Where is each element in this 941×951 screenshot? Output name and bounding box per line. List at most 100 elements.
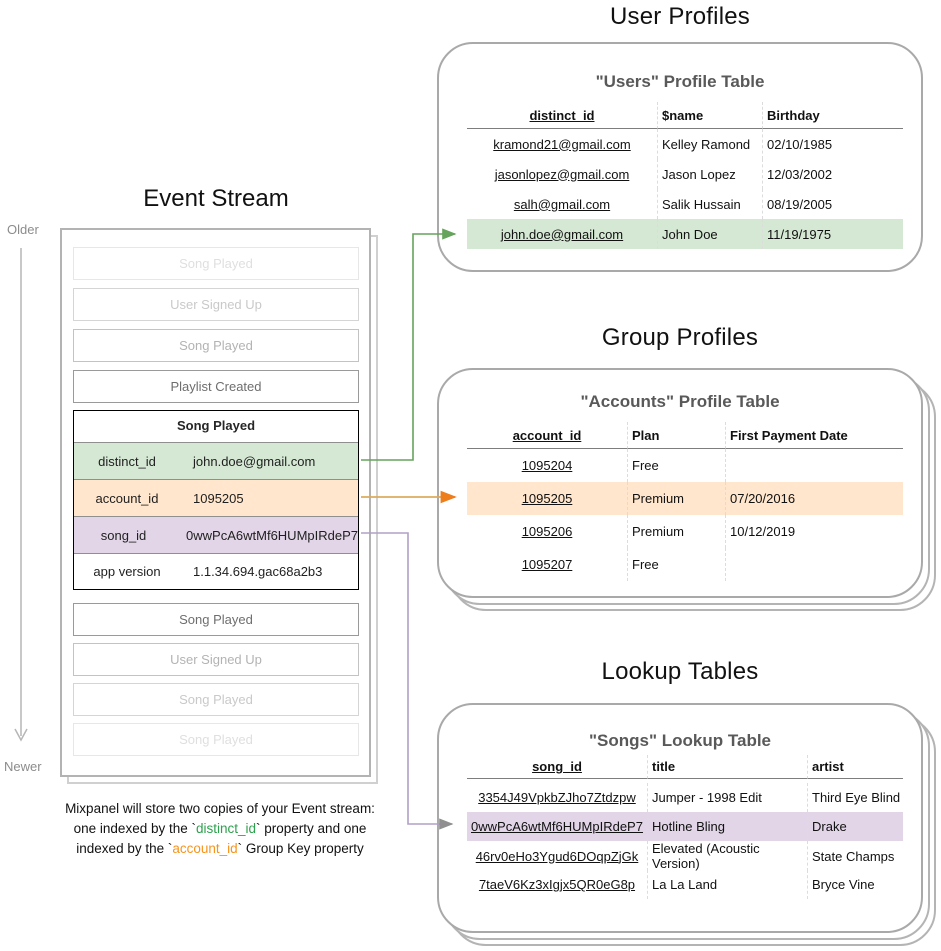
table-cell: Kelley Ramond bbox=[657, 129, 762, 159]
column-header: account_id bbox=[512, 427, 582, 443]
table-cell: Hotline Bling bbox=[647, 812, 807, 841]
table-row: 7taeV6Kz3xIgjx5QR0eG8p La La Land Bryce … bbox=[467, 870, 903, 899]
section-title-user-profiles: User Profiles bbox=[610, 3, 750, 30]
timeline-arrow bbox=[14, 248, 28, 742]
table-cell: 7taeV6Kz3xIgjx5QR0eG8p bbox=[478, 877, 636, 892]
table-cell: Bryce Vine bbox=[807, 870, 903, 899]
table-cell: 10/12/2019 bbox=[725, 515, 903, 548]
table-row: 1095207 Free bbox=[467, 548, 903, 581]
table-cell: La La Land bbox=[647, 870, 807, 899]
caption-line-3: indexed by the `account_id` Group Key pr… bbox=[76, 841, 364, 856]
table-cell: 1095205 bbox=[521, 491, 573, 506]
songs-table-header: song_id title artist bbox=[467, 755, 903, 779]
table-cell: john.doe@gmail.com bbox=[500, 226, 624, 242]
column-header: Birthday bbox=[767, 107, 820, 123]
table-cell: jasonlopez@gmail.com bbox=[494, 166, 630, 182]
accounts-profile-card: "Accounts" Profile Table account_id Plan… bbox=[437, 368, 923, 598]
property-row-distinct-id: distinct_id john.doe@gmail.com bbox=[74, 442, 358, 479]
accounts-table-title: "Accounts" Profile Table bbox=[580, 392, 780, 411]
table-row-highlighted: 0wwPcA6wtMf6HUMpIRdeP7 Hotline Bling Dra… bbox=[467, 812, 903, 841]
caption-distinct-id: distinct_id bbox=[195, 821, 257, 836]
table-cell: 0wwPcA6wtMf6HUMpIRdeP7 bbox=[471, 819, 643, 834]
column-header: Plan bbox=[632, 427, 660, 443]
event-stream-title: Event Stream bbox=[143, 185, 289, 212]
table-cell: State Champs bbox=[807, 841, 903, 871]
property-row-app-version: app version 1.1.34.694.gac68a2b3 bbox=[74, 553, 358, 589]
caption-account-id: account_id bbox=[172, 841, 238, 856]
table-cell: 07/20/2016 bbox=[725, 482, 903, 515]
section-title-group-profiles: Group Profiles bbox=[601, 324, 759, 351]
event-box: Song Played bbox=[73, 723, 359, 756]
songs-lookup-card: "Songs" Lookup Table song_id title artis… bbox=[437, 703, 923, 933]
column-header: First Payment Date bbox=[730, 427, 848, 443]
column-header: title bbox=[652, 759, 676, 774]
table-cell: John Doe bbox=[657, 219, 762, 249]
users-table-title: "Users" Profile Table bbox=[595, 72, 765, 91]
table-cell: 1095207 bbox=[521, 557, 573, 572]
songs-table-title: "Songs" Lookup Table bbox=[588, 731, 772, 750]
property-row-account-id: account_id 1095205 bbox=[74, 479, 358, 516]
table-cell: 08/19/2005 bbox=[762, 189, 903, 219]
table-cell: Third Eye Blind bbox=[807, 783, 903, 812]
table-row: jasonlopez@gmail.com Jason Lopez 12/03/2… bbox=[467, 159, 903, 189]
table-cell: 11/19/1975 bbox=[762, 219, 903, 249]
table-row: 1095204 Free bbox=[467, 449, 903, 482]
event-stream-container: Song Played User Signed Up Song Played P… bbox=[60, 228, 371, 777]
table-cell bbox=[725, 548, 903, 581]
caption: Mixpanel will store two copies of your E… bbox=[30, 799, 410, 859]
timeline-newer-label: Newer bbox=[4, 759, 42, 774]
event-box: Song Played bbox=[73, 329, 359, 362]
table-cell: Premium bbox=[627, 515, 725, 548]
songs-table: song_id title artist 3354J49VpkbZJho7Ztd… bbox=[467, 755, 903, 899]
table-cell bbox=[725, 449, 903, 482]
column-header: artist bbox=[812, 759, 844, 774]
table-cell: salh@gmail.com bbox=[513, 196, 611, 212]
event-box: Song Played bbox=[73, 683, 359, 716]
table-cell: Elevated (Acoustic Version) bbox=[647, 841, 807, 871]
column-header: distinct_id bbox=[529, 107, 595, 123]
table-row-highlighted: john.doe@gmail.com John Doe 11/19/1975 bbox=[467, 219, 903, 249]
focused-event-title: Song Played bbox=[74, 411, 358, 442]
event-box: Song Played bbox=[73, 603, 359, 636]
accounts-table-header: account_id Plan First Payment Date bbox=[467, 422, 903, 449]
users-table-header: distinct_id $name Birthday bbox=[467, 102, 903, 129]
table-row-highlighted: 1095205 Premium 07/20/2016 bbox=[467, 482, 903, 515]
table-cell: 46rv0eHo3Ygud6DOqpZjGk bbox=[475, 848, 639, 864]
table-row: 3354J49VpkbZJho7Ztdzpw Jumper - 1998 Edi… bbox=[467, 783, 903, 812]
table-cell: Premium bbox=[627, 482, 725, 515]
focused-event-card: Song Played distinct_id john.doe@gmail.c… bbox=[73, 410, 359, 590]
table-row: 1095206 Premium 10/12/2019 bbox=[467, 515, 903, 548]
property-row-song-id: song_id 0wwPcA6wtMf6HUMpIRdeP7 bbox=[74, 516, 358, 553]
event-box: Playlist Created bbox=[73, 370, 359, 403]
property-value: john.doe@gmail.com bbox=[193, 453, 316, 469]
table-cell: 12/03/2002 bbox=[762, 159, 903, 189]
property-value: 0wwPcA6wtMf6HUMpIRdeP7 bbox=[186, 527, 358, 543]
accounts-table: account_id Plan First Payment Date 10952… bbox=[467, 422, 903, 581]
event-box: Song Played bbox=[73, 247, 359, 280]
table-cell: Free bbox=[627, 548, 725, 581]
table-cell: kramond21@gmail.com bbox=[493, 136, 631, 152]
table-cell: Jumper - 1998 Edit bbox=[647, 783, 807, 812]
table-cell: 3354J49VpkbZJho7Ztdzpw bbox=[478, 790, 636, 805]
table-row: salh@gmail.com Salik Hussain 08/19/2005 bbox=[467, 189, 903, 219]
table-cell: 02/10/1985 bbox=[762, 129, 903, 159]
users-table: distinct_id $name Birthday kramond21@gma… bbox=[467, 102, 903, 249]
caption-line-2: one indexed by the `distinct_id` propert… bbox=[73, 821, 367, 836]
property-value: 1.1.34.694.gac68a2b3 bbox=[193, 564, 323, 579]
table-row: 46rv0eHo3Ygud6DOqpZjGk Elevated (Acousti… bbox=[467, 841, 903, 871]
event-box: User Signed Up bbox=[73, 288, 359, 321]
section-title-lookup-tables: Lookup Tables bbox=[601, 658, 759, 685]
table-row: kramond21@gmail.com Kelley Ramond 02/10/… bbox=[467, 129, 903, 159]
caption-line-1: Mixpanel will store two copies of your E… bbox=[65, 801, 375, 816]
timeline-older-label: Older bbox=[7, 222, 39, 237]
users-profile-card: "Users" Profile Table distinct_id $name … bbox=[437, 42, 923, 272]
property-key: app version bbox=[93, 564, 161, 579]
table-cell: Drake bbox=[807, 812, 903, 841]
column-header: $name bbox=[662, 107, 704, 123]
table-cell: 1095204 bbox=[521, 458, 573, 473]
table-cell: 1095206 bbox=[521, 524, 573, 539]
table-cell: Free bbox=[627, 449, 725, 482]
property-key: distinct_id bbox=[98, 453, 156, 469]
property-value: 1095205 bbox=[193, 490, 244, 506]
